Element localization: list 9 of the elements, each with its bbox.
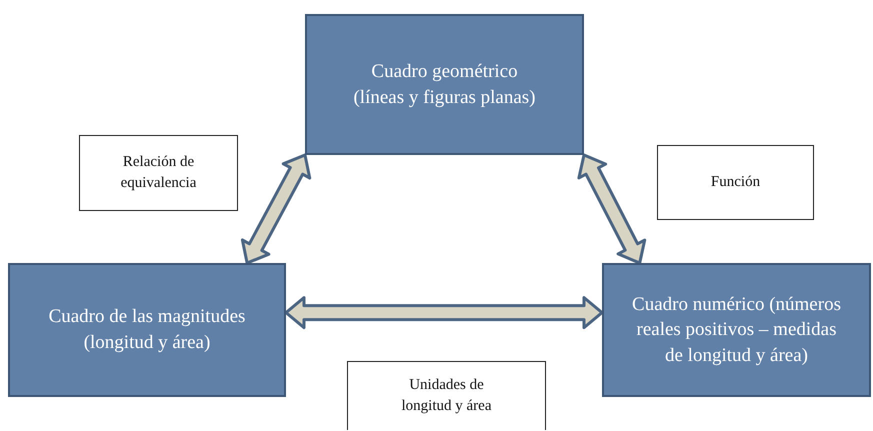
note-box: Función (657, 145, 814, 220)
note-box: Relación de equivalencia (79, 135, 238, 211)
process-box: Cuadro de las magnitudes (longitud y área) (8, 263, 286, 397)
note-box: Unidades de longitud y área (347, 361, 546, 430)
process-box: Cuadro geométrico (líneas y figuras planas) (305, 14, 584, 155)
double-arrow (577, 154, 646, 264)
double-arrow (284, 296, 604, 330)
double-arrow (240, 154, 312, 264)
process-box: Cuadro numérico (números reales positivos – medidas de longitud y área) (602, 263, 871, 397)
